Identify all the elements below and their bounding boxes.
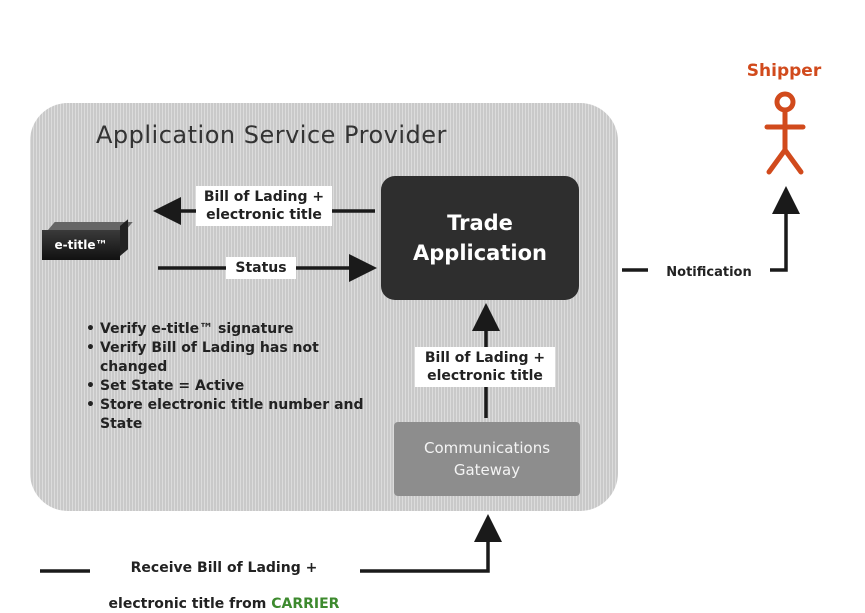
etitle-label: e-title™ bbox=[42, 230, 120, 260]
shipper-icon bbox=[764, 91, 806, 175]
receive-line-2: electronic title from bbox=[108, 596, 272, 612]
trade-application-box: Trade Application bbox=[381, 176, 579, 300]
carrier-label: CARRIER bbox=[271, 596, 340, 612]
communications-gateway-box: Communications Gateway bbox=[394, 422, 580, 496]
trade-application-label: Trade Application bbox=[413, 211, 547, 265]
arrow-receive-to-gateway-tail bbox=[360, 514, 502, 573]
verification-steps-list: Verify e-title™ signature Verify Bill of… bbox=[86, 320, 376, 434]
application-service-provider-container bbox=[30, 103, 618, 511]
label-bol-to-etitle: Bill of Lading + electronic title bbox=[196, 186, 332, 226]
list-item: Set State = Active bbox=[86, 377, 376, 396]
list-item: Verify Bill of Lading has not changed bbox=[86, 339, 376, 377]
arrow-notification-to-shipper bbox=[770, 186, 800, 272]
list-item: Verify e-title™ signature bbox=[86, 320, 376, 339]
label-status: Status bbox=[226, 257, 296, 279]
list-item: Store electronic title number and State bbox=[86, 396, 376, 434]
connector-lines bbox=[40, 91, 806, 573]
communications-gateway-label: Communications Gateway bbox=[423, 439, 551, 479]
shipper-label: Shipper bbox=[746, 61, 822, 81]
label-bol-to-trade: Bill of Lading + electronic title bbox=[415, 347, 555, 387]
receive-line-1: Receive Bill of Lading + bbox=[130, 560, 318, 576]
etitle-device: e-title™ bbox=[42, 219, 133, 264]
label-notification: Notification bbox=[654, 262, 764, 284]
provider-title: Application Service Provider bbox=[96, 121, 447, 149]
receive-from-carrier-label: Receive Bill of Lading + electronic titl… bbox=[92, 541, 356, 613]
